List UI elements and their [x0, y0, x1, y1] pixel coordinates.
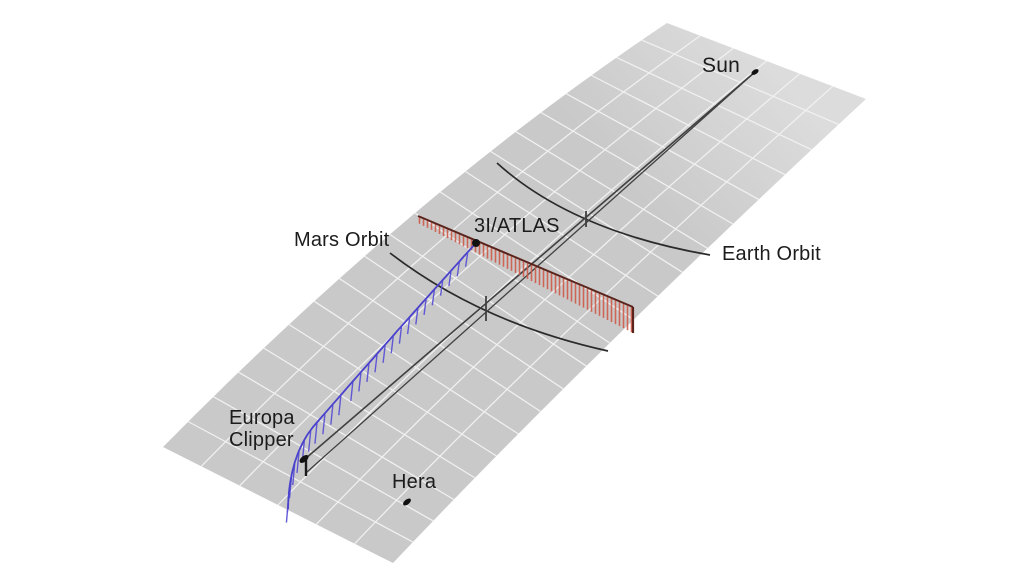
- hera-label: Hera: [392, 471, 437, 493]
- mars-orbit-arc: [389, 252, 609, 352]
- sun-marker: [751, 69, 759, 75]
- clipper-trajectory-hatch: [285, 242, 477, 523]
- atlas-trajectory-hatch: [417, 215, 635, 333]
- hera-marker: [403, 498, 411, 506]
- atlas-label: 3I/ATLAS: [474, 215, 560, 237]
- earth-orbit-label: Earth Orbit: [722, 243, 821, 265]
- earth-orbit-arc: [496, 162, 711, 256]
- europa-clipper-label-line1: Europa: [229, 407, 295, 429]
- sun-label: Sun: [702, 54, 740, 77]
- object-markers: [299, 69, 759, 506]
- mars-orbit-label: Mars Orbit: [294, 229, 390, 251]
- ecliptic-plane: [163, 23, 866, 563]
- europa-clipper-label-line2: Clipper: [229, 429, 294, 451]
- europa-clipper-label: Europa Clipper: [229, 407, 295, 451]
- atlas-marker: [472, 239, 480, 247]
- europa-clipper-marker: [299, 455, 309, 463]
